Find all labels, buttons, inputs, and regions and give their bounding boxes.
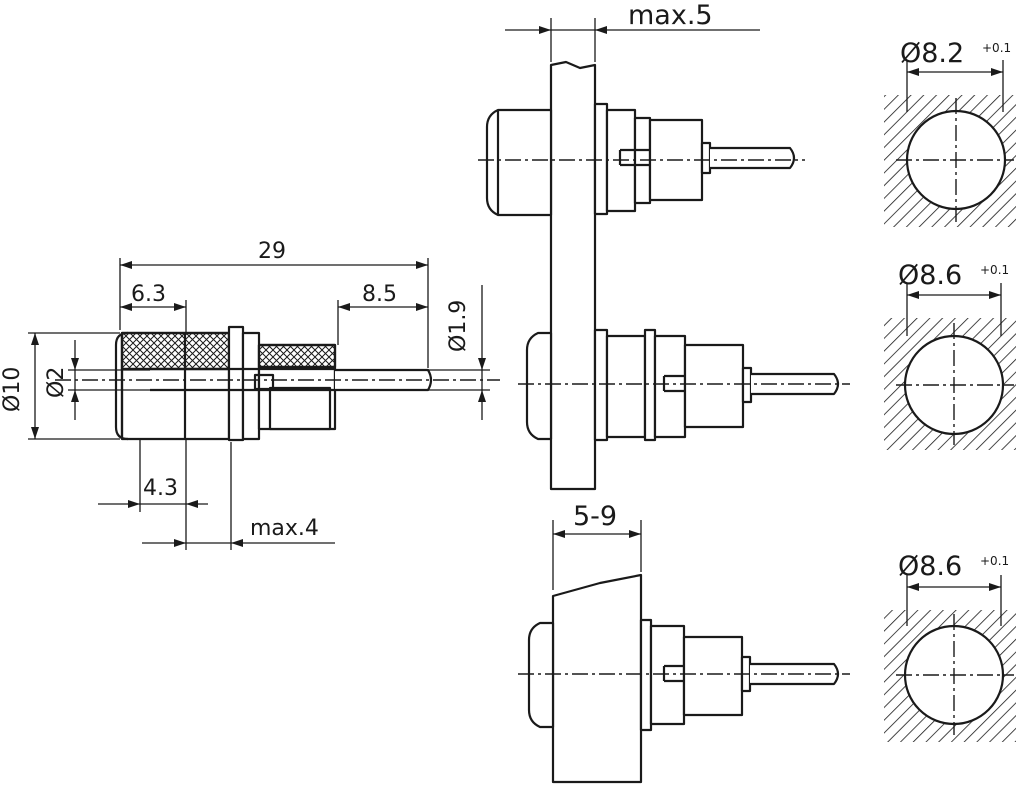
dim-pin-diameter: Ø1.9 bbox=[446, 299, 471, 352]
hole-cutout-2 bbox=[884, 318, 1016, 450]
dim-front-length: 6.3 bbox=[131, 282, 166, 307]
panel-section-2 bbox=[551, 573, 643, 784]
dim-bore-diameter: Ø2 bbox=[44, 366, 69, 398]
hole-3-tolerance: +0.1 bbox=[980, 554, 1010, 568]
side-view-socket bbox=[114, 325, 433, 442]
top-socket bbox=[485, 102, 796, 217]
dim-overall-length: 29 bbox=[258, 239, 286, 264]
center-lines bbox=[55, 98, 1014, 735]
hole-2-diameter: Ø8.6 bbox=[898, 260, 963, 291]
dimension-arrows bbox=[31, 26, 1003, 591]
panel-section-1 bbox=[549, 60, 597, 491]
hole-2-tolerance: +0.1 bbox=[980, 263, 1010, 277]
hole-1-diameter: Ø8.2 bbox=[900, 38, 965, 69]
hole-3-diameter: Ø8.6 bbox=[898, 551, 963, 582]
dim-max-panel-side: max.4 bbox=[250, 516, 319, 541]
dim-body-diameter: Ø10 bbox=[0, 366, 25, 412]
hole-1-tolerance: +0.1 bbox=[982, 41, 1012, 55]
dim-panel-range: 5-9 bbox=[573, 501, 618, 532]
dim-pin-length: 8.5 bbox=[362, 282, 397, 307]
dim-collar-length: 4.3 bbox=[143, 476, 178, 501]
middle-socket bbox=[525, 328, 840, 442]
dim-max-panel: max.5 bbox=[628, 0, 713, 31]
hole-cutout-1 bbox=[884, 95, 1016, 227]
hole-cutout-3 bbox=[884, 610, 1016, 742]
